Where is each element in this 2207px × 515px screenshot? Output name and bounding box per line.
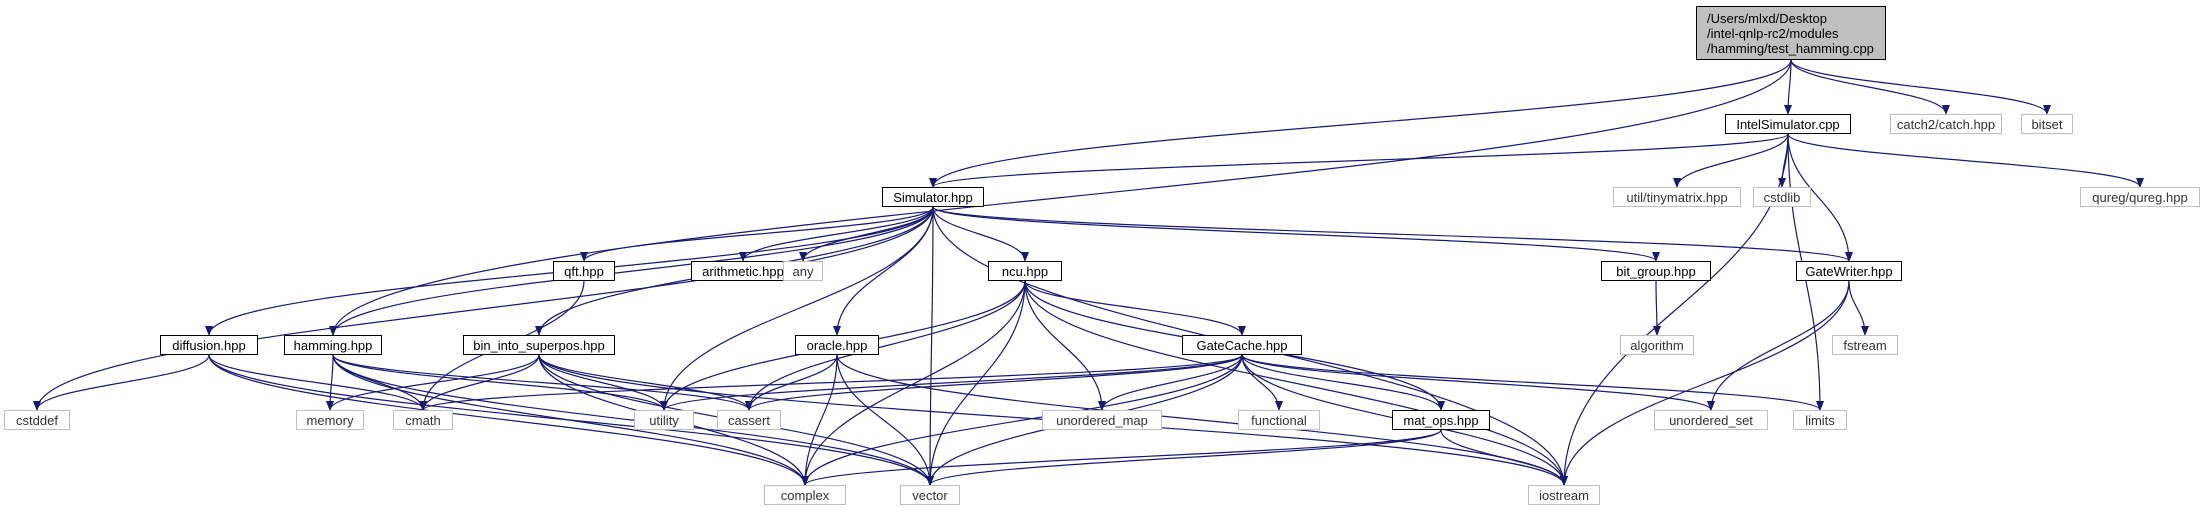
edge-intel_simulator-to-qureg [1787, 133, 2144, 188]
node-cmath[interactable]: cmath [393, 410, 453, 430]
node-ncu[interactable]: ncu.hpp [988, 261, 1062, 281]
node-tinymatrix[interactable]: util/tinymatrix.hpp [1613, 187, 1741, 207]
node-algorithm[interactable]: algorithm [1620, 335, 1694, 355]
edge-mat_ops-to-iostream [1440, 429, 1568, 486]
edge-oracle-to-vector [836, 354, 934, 486]
edge-ncu-to-cassert [745, 280, 1026, 411]
edge-test_hamming-to-catch [1790, 59, 1950, 115]
edge-gate_cache-to-cassert [745, 354, 1243, 411]
edge-mat_ops-to-vector [926, 429, 1442, 486]
node-simulator[interactable]: Simulator.hpp [882, 187, 984, 207]
node-hamming[interactable]: hamming.hpp [284, 335, 382, 355]
node-gate-cache[interactable]: GateCache.hpp [1182, 335, 1302, 355]
edge-gate_cache-to-complex [801, 354, 1243, 486]
edge-hamming-to-memory [326, 354, 335, 411]
edge-gate_cache-to-unordered_set [1241, 354, 1715, 411]
edge-mat_ops-to-complex [801, 429, 1442, 486]
node-complex[interactable]: complex [764, 485, 846, 505]
edge-intel_simulator-to-simulator [929, 133, 1789, 188]
node-bit-group[interactable]: bit_group.hpp [1601, 261, 1711, 281]
node-cstddef[interactable]: cstddef [4, 410, 70, 430]
edge-bin_into_superpos-to-cmath [419, 354, 540, 411]
node-gate-writer[interactable]: GateWriter.hpp [1796, 261, 1902, 281]
edge-oracle-to-complex [801, 354, 838, 486]
edge-gate_writer-to-unordered_set [1707, 280, 1850, 411]
edge-bin_into_superpos-to-memory [326, 354, 540, 411]
node-limits[interactable]: limits [1793, 410, 1847, 430]
edge-simulator-to-bit_group [932, 206, 1660, 262]
edge-simulator-to-gate_writer [932, 206, 1853, 262]
node-bin-into-superpos[interactable]: bin_into_superpos.hpp [463, 335, 615, 355]
edge-intel_simulator-to-tinymatrix [1673, 133, 1789, 188]
edge-ncu-to-unordered_map [1024, 280, 1106, 411]
node-fstream[interactable]: fstream [1832, 335, 1898, 355]
edge-simulator-to-ncu [932, 206, 1029, 262]
node-qureg[interactable]: qureg/qureg.hpp [2080, 187, 2200, 207]
edge-gate_cache-to-mat_ops [1241, 354, 1445, 411]
edge-simulator-to-any [799, 206, 934, 262]
node-bitset[interactable]: bitset [2021, 114, 2073, 134]
edge-test_hamming-to-intel_simulator [1784, 59, 1793, 115]
edge-diffusion-to-cstddef [33, 354, 210, 411]
node-vector[interactable]: vector [900, 485, 960, 505]
edge-simulator-to-cstddef [33, 206, 934, 411]
edge-simulator-to-hamming [329, 206, 934, 336]
node-oracle[interactable]: oracle.hpp [795, 335, 879, 355]
node-iostream[interactable]: iostream [1528, 485, 1600, 505]
node-qft[interactable]: qft.hpp [553, 261, 615, 281]
edge-gate_cache-to-utility [660, 354, 1243, 411]
node-any[interactable]: any [783, 261, 823, 281]
edge-hamming-to-utility [332, 354, 668, 411]
edge-gate_cache-to-limits [1241, 354, 1824, 411]
node-memory[interactable]: memory [296, 410, 364, 430]
node-cassert[interactable]: cassert [717, 410, 781, 430]
edge-gate_cache-to-cmath [419, 354, 1243, 411]
node-mat-ops[interactable]: mat_ops.hpp [1392, 410, 1490, 430]
edge-ncu-to-iostream [1024, 280, 1568, 486]
edge-test_hamming-to-bitset [1790, 59, 2051, 115]
edge-intel_simulator-to-gate_writer [1787, 133, 1853, 262]
edge-hamming-to-complex [332, 354, 809, 486]
edge-simulator-to-vector [926, 206, 935, 486]
node-test-hamming[interactable]: /Users/mlxd/Desktop /intel-qnlp-rc2/modu… [1696, 6, 1886, 60]
edge-test_hamming-to-simulator [929, 59, 1792, 188]
edge-gate_writer-to-iostream [1560, 280, 1850, 486]
node-unordered-set[interactable]: unordered_set [1654, 410, 1768, 430]
edge-diffusion-to-complex [208, 354, 809, 486]
edge-simulator-to-utility [660, 206, 934, 411]
node-diffusion[interactable]: diffusion.hpp [160, 335, 258, 355]
node-arithmetic[interactable]: arithmetic.hpp [691, 261, 795, 281]
edge-hamming-to-cassert [332, 354, 753, 411]
edge-ncu-to-gate_cache [1024, 280, 1246, 336]
node-unordered-map[interactable]: unordered_map [1042, 410, 1162, 430]
edge-bin_into_superpos-to-utility [538, 354, 668, 411]
node-catch[interactable]: catch2/catch.hpp [1890, 114, 2002, 134]
node-cstdlib[interactable]: cstdlib [1753, 187, 1811, 207]
node-intel-simulator[interactable]: IntelSimulator.cpp [1725, 114, 1851, 134]
edge-bit_group-to-algorithm [1652, 280, 1661, 336]
node-utility[interactable]: utility [634, 410, 694, 430]
edge-gate_writer-to-fstream [1848, 280, 1869, 336]
edge-diffusion-to-cmath [208, 354, 427, 411]
edge-test_hamming-to-hamming [329, 59, 1792, 336]
edge-gate_cache-to-unordered_map [1098, 354, 1243, 411]
edge-ncu-to-complex [801, 280, 1026, 486]
edge-bin_into_superpos-to-cassert [538, 354, 753, 411]
edge-simulator-to-qft [580, 206, 934, 262]
edge-hamming-to-vector [332, 354, 934, 486]
node-functional[interactable]: functional [1238, 410, 1320, 430]
edge-ncu-to-vector [926, 280, 1026, 486]
